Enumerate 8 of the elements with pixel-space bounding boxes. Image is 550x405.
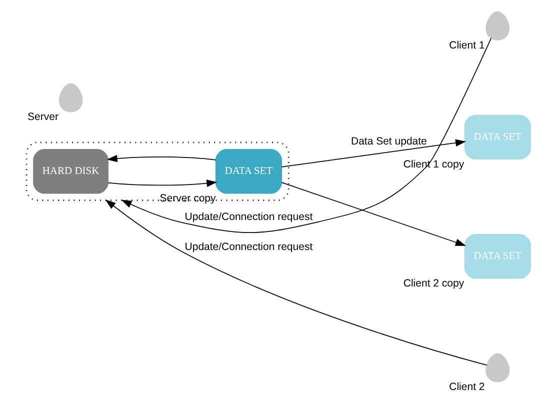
node-label: Client 2 copy [403, 278, 464, 290]
edge-label: Data Set update [350, 136, 427, 148]
node-label: Server [28, 111, 58, 124]
node-label: Client 1 [449, 39, 485, 52]
node-label: Client 2 [449, 381, 485, 394]
node-label: Server copy [160, 192, 216, 205]
edge-label: Update/Connection request [184, 240, 313, 253]
edge-label: Update/Connection request [184, 211, 313, 224]
